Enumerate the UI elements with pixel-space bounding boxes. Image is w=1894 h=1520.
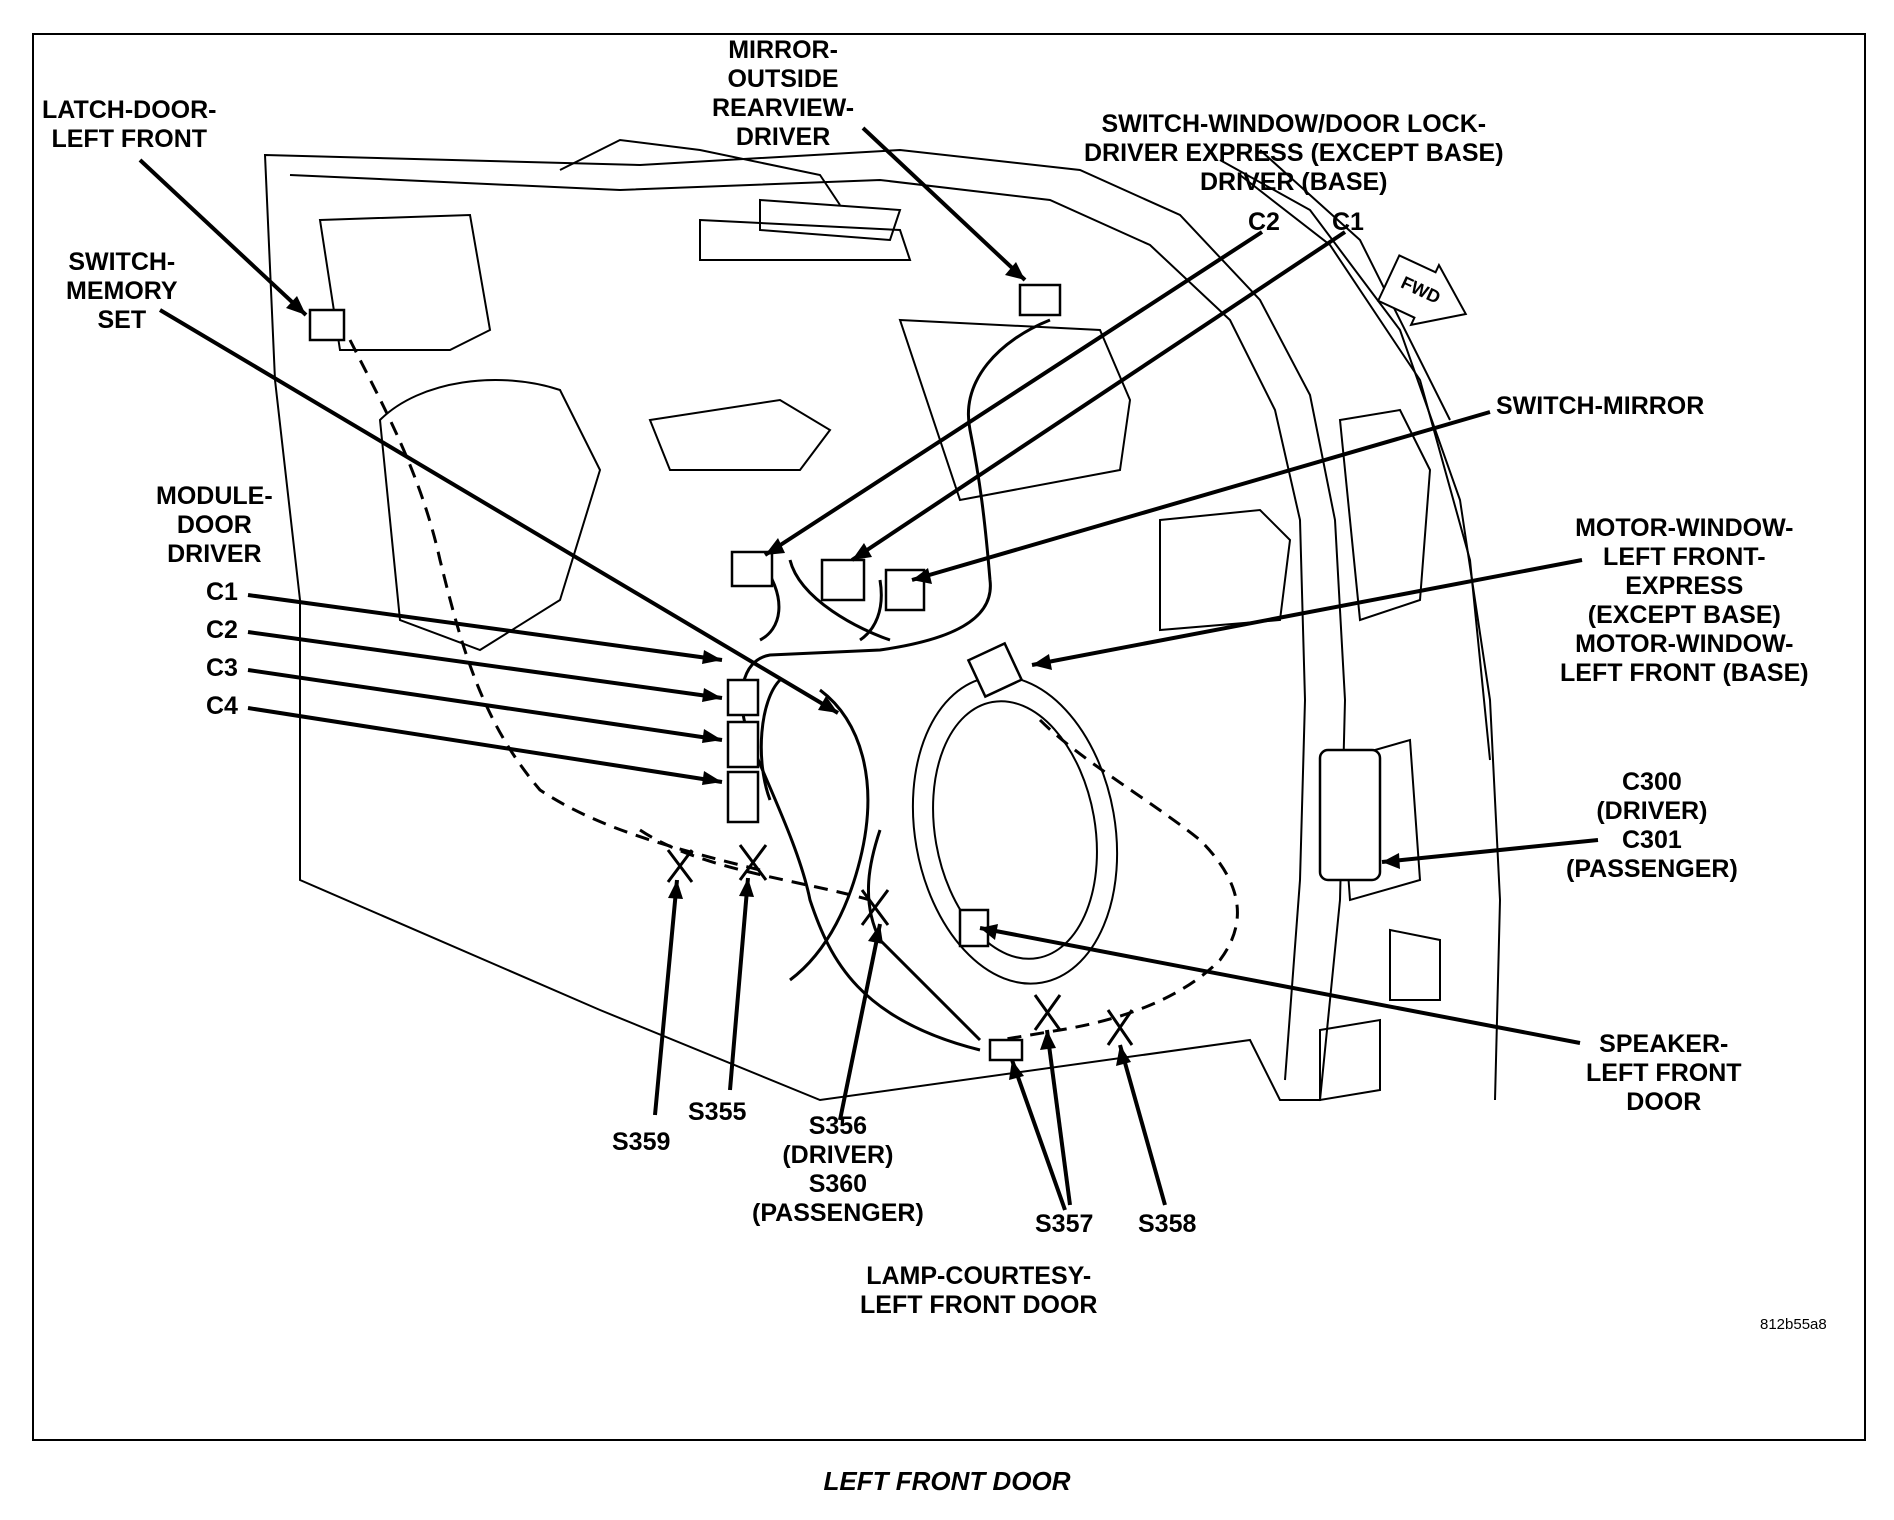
label-switch-memory: SWITCH- MEMORY SET	[66, 248, 178, 335]
label-line: MIRROR-	[728, 36, 838, 64]
label-speaker: SPEAKER- LEFT FRONT DOOR	[1586, 1030, 1742, 1117]
label-switch-c1: C1	[1332, 208, 1364, 236]
label-line: (PASSENGER)	[1566, 855, 1738, 883]
label-s359: S359	[612, 1128, 671, 1156]
label-mirror-outside: MIRROR- OUTSIDE REARVIEW- DRIVER	[712, 36, 854, 152]
wiring-harness	[740, 318, 1051, 1052]
label-module-c4: C4	[206, 692, 238, 720]
label-module-c2: C2	[206, 616, 238, 644]
diagram-frame	[32, 33, 1866, 1441]
label-module-c1: C1	[206, 578, 238, 606]
label-line: LEFT FRONT DOOR	[860, 1291, 1098, 1319]
label-c300-c301: C300 (DRIVER) C301 (PASSENGER)	[1566, 768, 1738, 884]
door-panel	[263, 138, 1502, 1102]
label-line: (DRIVER)	[1596, 797, 1708, 825]
label-line: MOTOR-WINDOW-	[1575, 514, 1794, 542]
label-line: DRIVER	[735, 123, 831, 151]
label-lamp-courtesy: LAMP-COURTESY- LEFT FRONT DOOR	[860, 1262, 1097, 1320]
label-s357: S357	[1035, 1210, 1094, 1238]
hidden-harness	[348, 339, 1239, 1042]
label-line: LAMP-COURTESY-	[866, 1262, 1092, 1290]
label-line: EXPRESS	[1625, 572, 1744, 600]
label-s355: S355	[688, 1098, 747, 1126]
label-module-door: MODULE- DOOR DRIVER	[156, 482, 273, 569]
label-s356-s360: S356 (DRIVER) S360 (PASSENGER)	[752, 1112, 924, 1228]
speaker-opening	[911, 675, 1119, 985]
label-line: (PASSENGER)	[752, 1199, 924, 1227]
label-line: MODULE-	[156, 482, 273, 510]
fwd-arrow-icon	[1376, 254, 1468, 327]
label-line: MEMORY	[66, 277, 178, 305]
label-line: SWITCH-WINDOW/DOOR LOCK-	[1101, 110, 1487, 138]
label-line: DRIVER	[167, 540, 262, 568]
label-line: S356	[808, 1112, 868, 1140]
figure-id: 812b55a8	[1760, 1316, 1827, 1333]
arrow-heads	[286, 262, 1400, 1080]
label-switch-window: SWITCH-WINDOW/DOOR LOCK- DRIVER EXPRESS …	[1084, 110, 1504, 197]
label-line: OUTSIDE	[727, 65, 839, 93]
label-line: (EXCEPT BASE)	[1587, 601, 1781, 629]
label-module-c3: C3	[206, 654, 238, 682]
label-line: MOTOR-WINDOW-	[1575, 630, 1794, 658]
label-line: C301	[1622, 826, 1682, 854]
label-line: C300	[1622, 768, 1682, 796]
label-line: S360	[808, 1170, 868, 1198]
label-s358: S358	[1138, 1210, 1197, 1238]
label-line: DOOR	[1626, 1088, 1702, 1116]
label-line: LEFT FRONT (BASE)	[1560, 659, 1809, 687]
label-line: LATCH-DOOR-	[42, 96, 217, 124]
label-line: SET	[97, 306, 147, 334]
label-line: LEFT FRONT	[51, 125, 208, 153]
label-line: DRIVER EXPRESS (EXCEPT BASE)	[1084, 139, 1504, 167]
label-switch-mirror: SWITCH-MIRROR	[1496, 392, 1705, 420]
label-line: REARVIEW-	[712, 94, 855, 122]
label-line: LEFT FRONT-	[1603, 543, 1766, 571]
leader-arrows	[138, 126, 1599, 1211]
diagram-caption: LEFT FRONT DOOR	[823, 1466, 1071, 1496]
label-switch-c2: C2	[1248, 208, 1280, 236]
label-line: SPEAKER-	[1599, 1030, 1729, 1058]
label-line: DOOR	[176, 511, 252, 539]
label-motor-window: MOTOR-WINDOW- LEFT FRONT- EXPRESS (EXCEP…	[1560, 514, 1809, 688]
splice-marks	[666, 844, 1134, 1046]
label-line: DRIVER (BASE)	[1200, 168, 1388, 196]
label-latch-door: LATCH-DOOR- LEFT FRONT	[42, 96, 217, 154]
label-line: LEFT FRONT	[1586, 1059, 1742, 1087]
label-line: (DRIVER)	[782, 1141, 894, 1169]
connectors	[308, 283, 1382, 1062]
label-line: SWITCH-	[68, 248, 176, 276]
